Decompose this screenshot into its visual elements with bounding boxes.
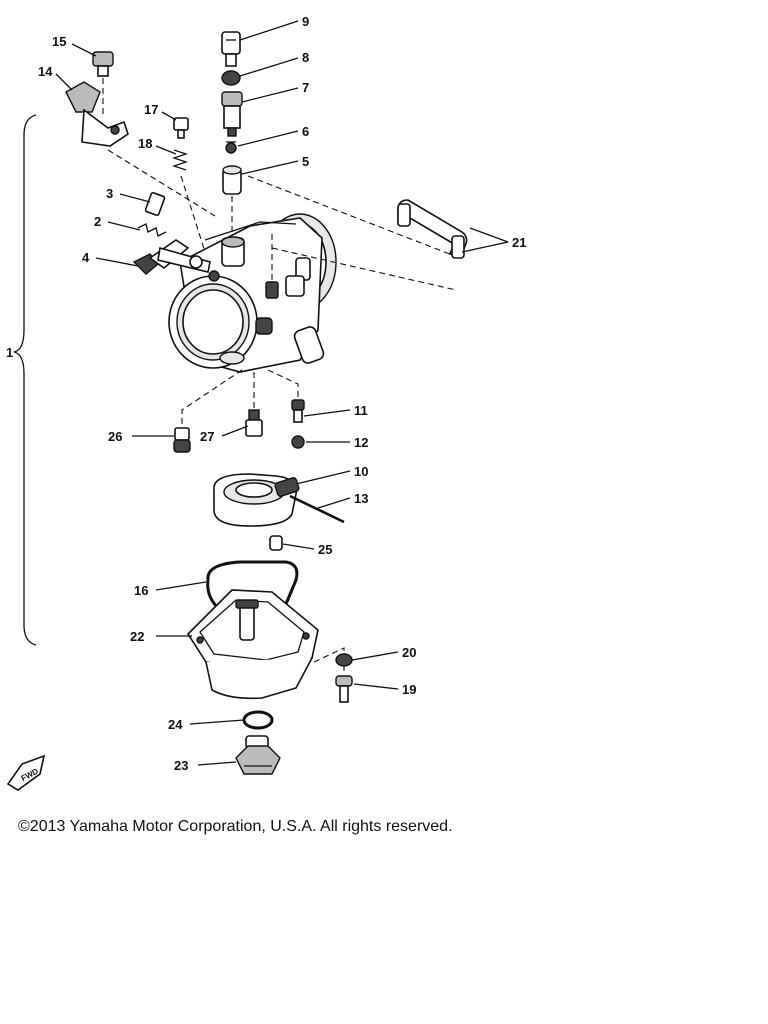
part-17-screw bbox=[173, 117, 189, 139]
part-20-washer bbox=[335, 653, 353, 667]
part-15-bolt bbox=[92, 51, 114, 77]
callout-15: 15 bbox=[52, 34, 66, 49]
callout-24: 24 bbox=[168, 717, 183, 732]
part-27-jet bbox=[245, 409, 263, 437]
callout-26: 26 bbox=[108, 429, 122, 444]
part-26-jet bbox=[173, 427, 191, 453]
axis-line-14 bbox=[107, 149, 216, 217]
callout-19: 19 bbox=[402, 682, 416, 697]
part-6-spring bbox=[225, 141, 237, 154]
callout-labels: 15 14 17 18 3 2 4 1 9 8 7 6 5 21 11 12 1… bbox=[6, 14, 526, 773]
part-24-o-ring bbox=[242, 710, 274, 730]
part-22-float-bowl bbox=[186, 589, 319, 700]
callout-23: 23 bbox=[174, 758, 188, 773]
part-5-sleeve bbox=[222, 165, 242, 195]
assembly-bracket bbox=[13, 114, 37, 646]
leader-lines bbox=[55, 20, 509, 766]
callout-12: 12 bbox=[354, 435, 368, 450]
callout-16: 16 bbox=[134, 583, 148, 598]
part-18-spring bbox=[171, 149, 189, 171]
callout-13: 13 bbox=[354, 491, 368, 506]
axis-line-21-a bbox=[247, 175, 461, 259]
copyright-notice: ©2013 Yamaha Motor Corporation, U.S.A. A… bbox=[18, 818, 453, 835]
callout-17: 17 bbox=[144, 102, 158, 117]
part-8-nut bbox=[221, 70, 241, 86]
part-9-screw bbox=[221, 31, 241, 67]
callout-21: 21 bbox=[512, 235, 526, 250]
callout-27: 27 bbox=[200, 429, 214, 444]
part-13-pin bbox=[289, 494, 345, 524]
callout-11: 11 bbox=[354, 403, 368, 418]
callout-14: 14 bbox=[38, 64, 53, 79]
part-19-screw bbox=[335, 675, 353, 703]
axis-line-11 bbox=[267, 369, 299, 400]
axis-line-18 bbox=[180, 175, 206, 253]
part-25-screw bbox=[269, 535, 283, 551]
part-12-nut bbox=[291, 435, 305, 449]
callout-4: 4 bbox=[82, 250, 90, 265]
callout-8: 8 bbox=[302, 50, 309, 65]
part-11-needle bbox=[291, 399, 305, 423]
callout-25: 25 bbox=[318, 542, 332, 557]
part-7-fitting bbox=[221, 91, 243, 137]
callout-10: 10 bbox=[354, 464, 368, 479]
part-16-gasket bbox=[206, 560, 299, 614]
callout-7: 7 bbox=[302, 80, 309, 95]
part-3-screw bbox=[144, 191, 166, 217]
callout-6: 6 bbox=[302, 124, 309, 139]
callout-22: 22 bbox=[130, 629, 144, 644]
callout-18: 18 bbox=[138, 136, 152, 151]
axis-line-26 bbox=[181, 369, 243, 428]
fwd-arrow-icon: FWD bbox=[6, 754, 46, 791]
callout-20: 20 bbox=[402, 645, 416, 660]
callout-5: 5 bbox=[302, 154, 309, 169]
part-2-spring bbox=[137, 223, 167, 237]
part-23-plug bbox=[235, 735, 281, 775]
part-10-float bbox=[213, 473, 300, 527]
part-14-bracket bbox=[65, 81, 129, 147]
callout-1: 1 bbox=[6, 345, 13, 360]
callout-3: 3 bbox=[106, 186, 113, 201]
callout-2: 2 bbox=[94, 214, 101, 229]
part-21-tube bbox=[397, 199, 468, 259]
callout-9: 9 bbox=[302, 14, 309, 29]
axis-line-21-b bbox=[271, 247, 457, 291]
carburetor-body bbox=[157, 213, 337, 373]
